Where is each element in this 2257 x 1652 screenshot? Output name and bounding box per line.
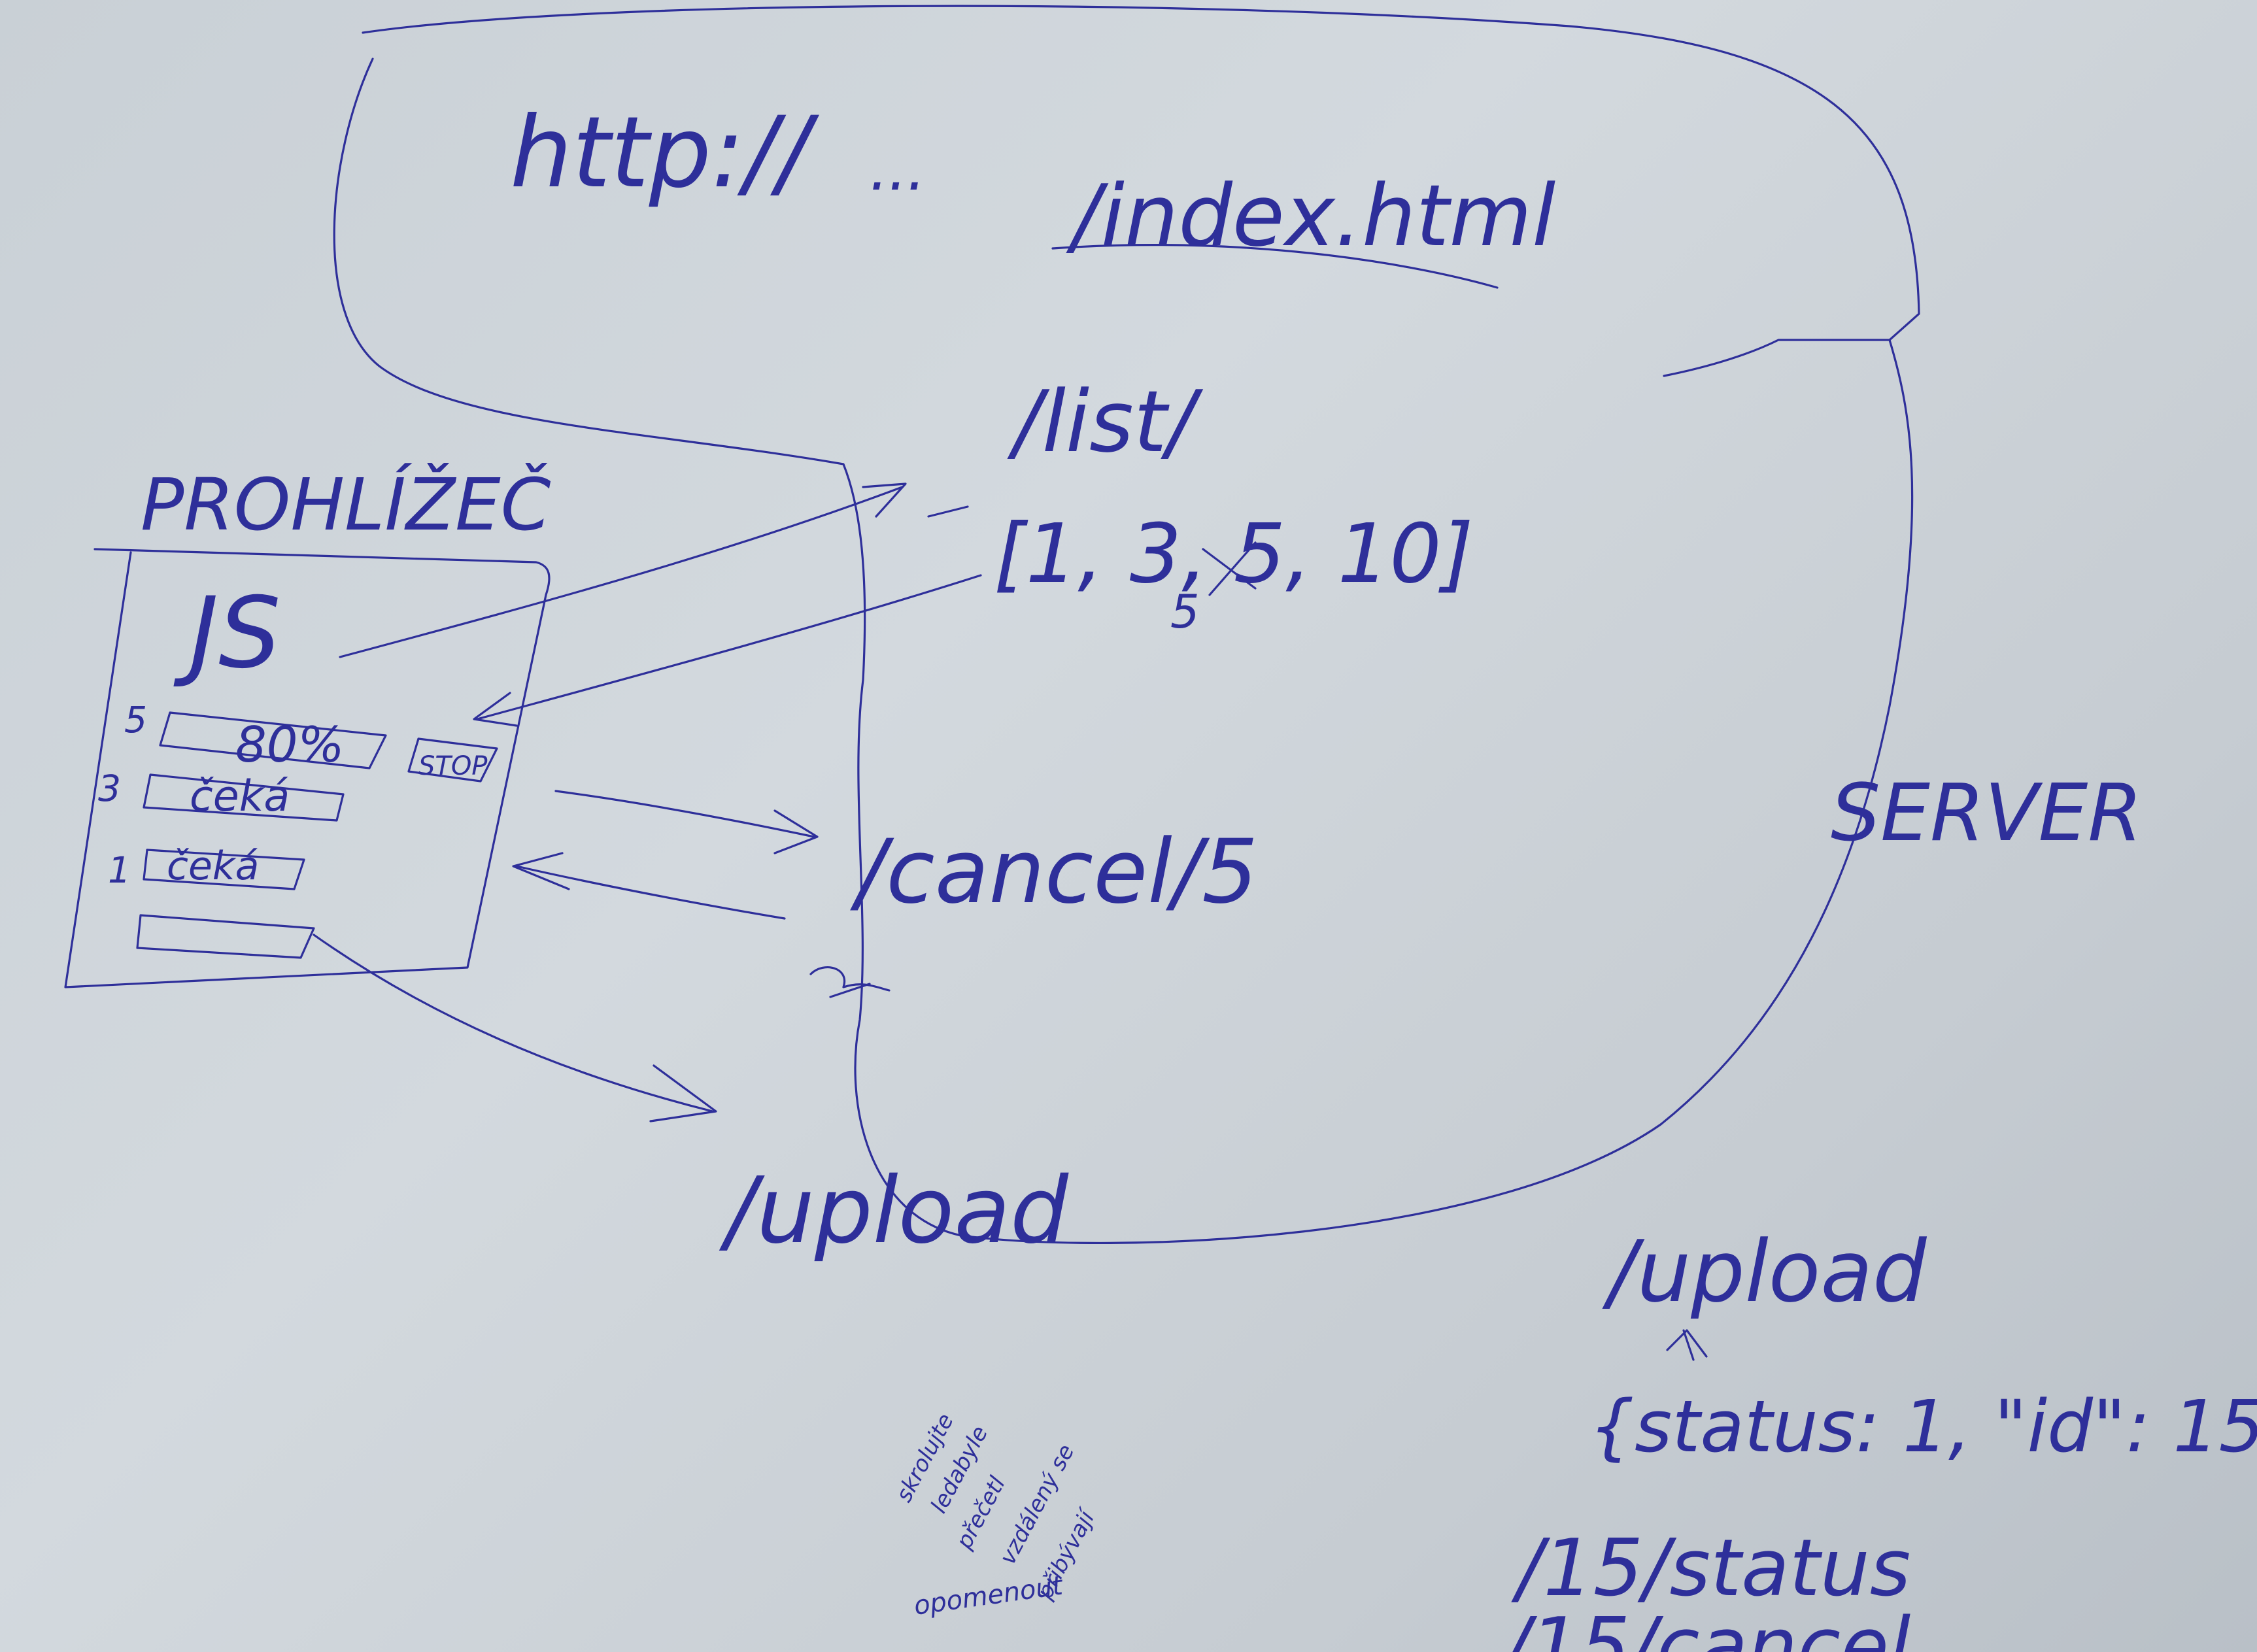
crossout-mark — [1202, 541, 1257, 596]
upload-endpoint-left: /upload — [719, 1158, 1069, 1264]
note-opomenout: opomenout — [912, 1570, 1065, 1621]
arrow-dash — [927, 505, 969, 518]
arrow-head — [512, 852, 570, 890]
list-to-browser-arrow — [476, 574, 982, 720]
stop-button-box[interactable] — [407, 737, 498, 783]
arrow-head — [773, 809, 819, 854]
url-underline — [1051, 244, 1499, 289]
progress-box — [159, 711, 387, 769]
status-box — [143, 849, 305, 890]
url-path: /index.html — [1066, 166, 1555, 265]
list-response: [1, 3, 5, 10] — [994, 507, 1474, 601]
job-row: 5 80% STOP — [124, 699, 498, 783]
url-text: http:// — [510, 96, 820, 210]
scribble-mark — [809, 966, 891, 998]
browser-box — [64, 548, 551, 988]
cancel-endpoint-2: /15/cancel — [1498, 1602, 1910, 1652]
arrow-head — [649, 1064, 717, 1122]
upload-response-arrow — [1666, 1329, 1708, 1361]
progress-text: 80% — [235, 716, 345, 773]
server-cloud-notch — [1663, 339, 1891, 377]
from-cancel-arrow — [515, 865, 786, 920]
url-dots: ... — [870, 135, 926, 204]
stop-button-label: STOP — [418, 751, 488, 781]
arrow-head — [473, 692, 518, 727]
job-row: 3 čeká — [98, 767, 345, 822]
list-endpoint: /list/ — [1007, 372, 1204, 471]
to-cancel-arrow — [554, 790, 815, 838]
empty-box — [136, 914, 315, 959]
cancel-endpoint: /cancel/5 — [850, 820, 1258, 923]
job-row — [136, 914, 315, 959]
js-to-list-arrow — [339, 486, 904, 658]
notes-cluster: skrolujte ledabyle přečetl vzdálený se p… — [891, 1409, 1102, 1604]
status-endpoint: /15/status — [1511, 1523, 1910, 1614]
status-box — [143, 773, 345, 822]
server-label: SERVER — [1831, 768, 2143, 859]
job-row: 1 čeká — [108, 843, 305, 891]
job-id: 3 — [98, 767, 121, 809]
to-upload-arrow — [313, 934, 714, 1113]
list-crossed-value: 5 — [1170, 585, 1200, 639]
upload-response: {status: 1, "id": 15} — [1589, 1385, 2257, 1468]
status-text: čeká — [167, 843, 259, 889]
upload-endpoint-right: /upload — [1602, 1222, 1927, 1321]
job-id: 5 — [124, 699, 147, 741]
arrow-head — [862, 482, 907, 518]
job-id: 1 — [108, 849, 131, 891]
js-label: JS — [173, 577, 280, 690]
browser-label: PROHLÍŽEČ — [141, 462, 551, 547]
server-cloud-outline — [333, 5, 1920, 1245]
status-text: čeká — [190, 772, 290, 821]
